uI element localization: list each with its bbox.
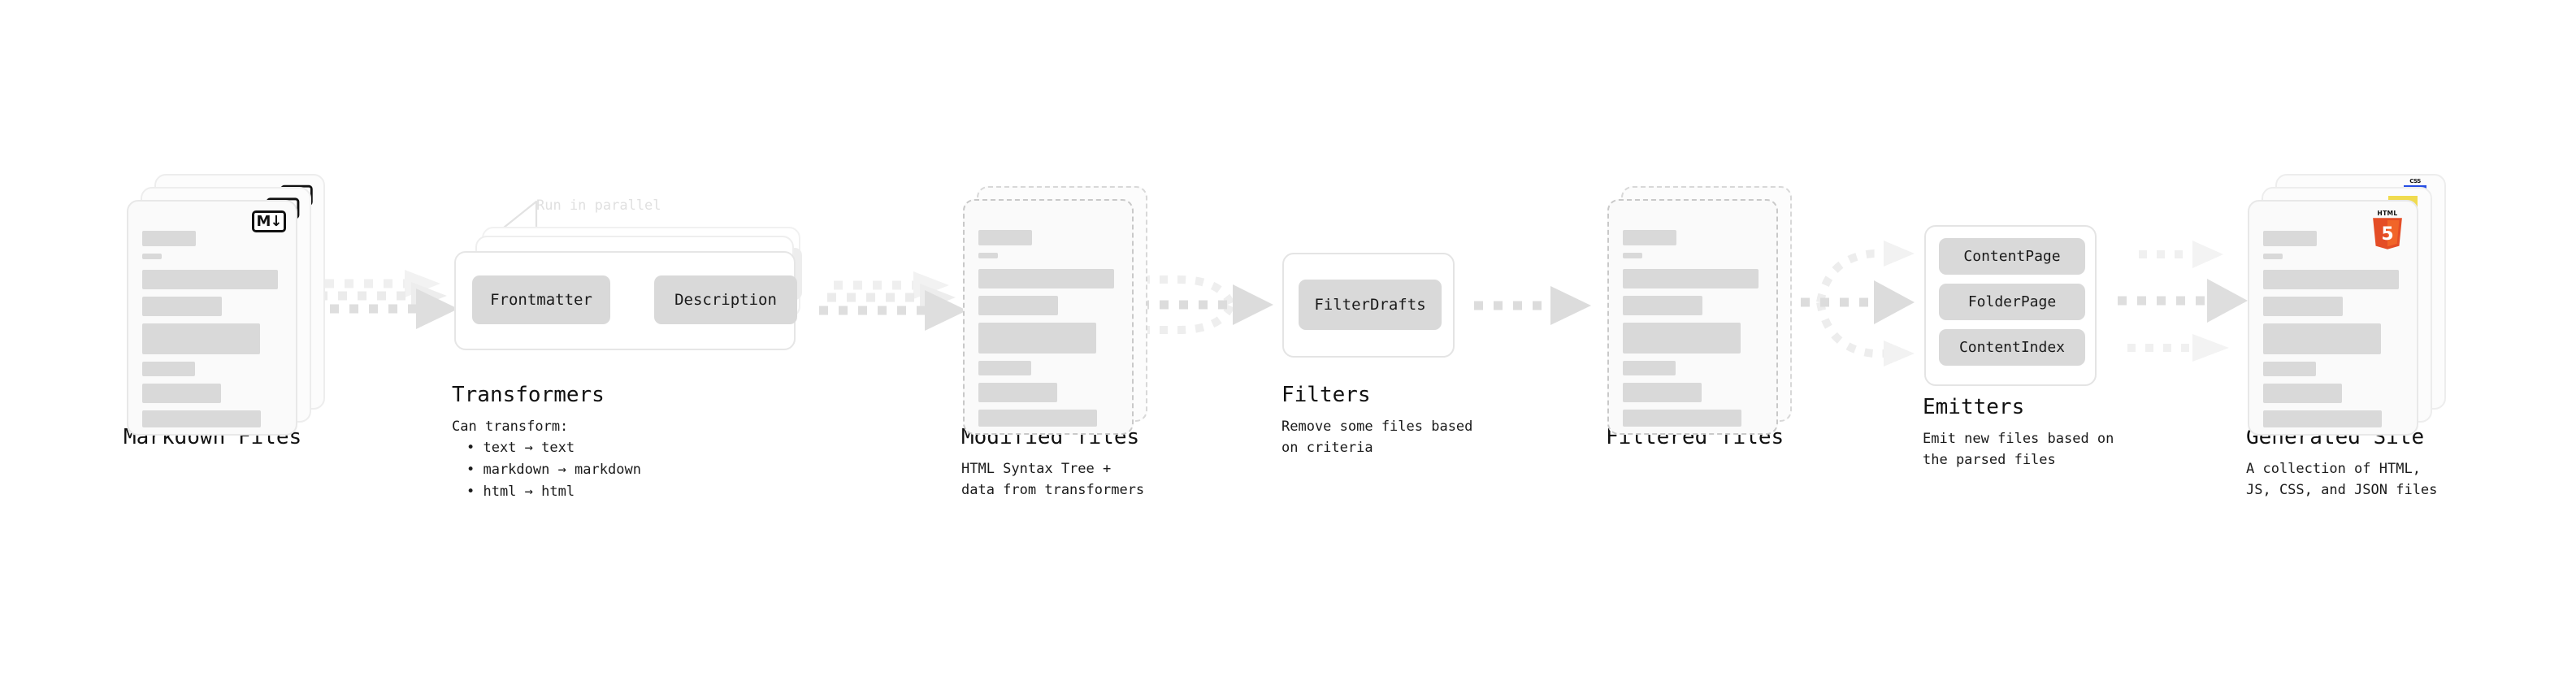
emitters-panel: ContentPage FolderPage ContentIndex [1924, 225, 2097, 386]
transformer-pill-frontmatter[interactable]: Frontmatter [472, 275, 610, 324]
stage-subtitle-generated-site: A collection of HTML, JS, CSS, and JSON … [2246, 461, 2438, 498]
svg-text:5: 5 [2381, 224, 2393, 245]
connector-filters-to-filtered [1474, 286, 1591, 325]
stage-subtitle-transformers: Can transform: [452, 419, 569, 435]
filter-pill-filterdrafts[interactable]: FilterDrafts [1299, 280, 1442, 330]
document-placeholder-lines [1623, 230, 1763, 434]
transformers-bullet-0: • text → text [466, 440, 575, 456]
document-placeholder-lines [2263, 231, 2404, 435]
svg-text:HTML: HTML [2377, 210, 2397, 217]
filters-panel: FilterDrafts [1282, 253, 1455, 358]
generated-site-card-stack: HTML 5 [2248, 174, 2446, 436]
transformer-panel-front: Frontmatter Description [454, 251, 797, 350]
transformer-pill-description[interactable]: Description [654, 275, 797, 324]
stage-subtitle-modified-files: HTML Syntax Tree + data from transformer… [961, 461, 1145, 498]
markdown-files-card-stack: M↓ M↓ M↓ [127, 174, 325, 436]
transformers-bullet-2: • html → html [466, 484, 575, 500]
document-placeholder-lines [142, 231, 283, 435]
connector-filtered-to-emitters [1781, 241, 1915, 367]
document-placeholder-lines [978, 230, 1119, 434]
connector-transformers-to-modified [819, 271, 967, 331]
emitter-pill-folderpage[interactable]: FolderPage [1939, 284, 2085, 320]
emitter-pill-contentpage[interactable]: ContentPage [1939, 238, 2085, 275]
stage-subtitle-filters: Remove some files based on criteria [1281, 419, 1473, 456]
run-in-parallel-note: Run in parallel [536, 197, 661, 214]
filtered-files-card-stack [1607, 186, 1792, 435]
stage-title-filters: Filters [1281, 383, 1371, 407]
connector-md-to-transformers [310, 270, 458, 329]
connector-emitters-to-site [2118, 241, 2248, 362]
html5-icon: HTML 5 [2373, 210, 2402, 249]
stage-title-emitters: Emitters [1923, 395, 2025, 419]
connector-modified-to-filters [1140, 275, 1273, 334]
transformers-bullet-1: • markdown → markdown [466, 462, 641, 478]
emitter-pill-contentindex[interactable]: ContentIndex [1939, 329, 2085, 366]
stage-title-transformers: Transformers [452, 383, 605, 407]
markdown-icon: M↓ [252, 210, 286, 232]
modified-files-card-stack [963, 186, 1147, 435]
stage-subtitle-emitters: Emit new files based on the parsed files [1923, 431, 2114, 468]
